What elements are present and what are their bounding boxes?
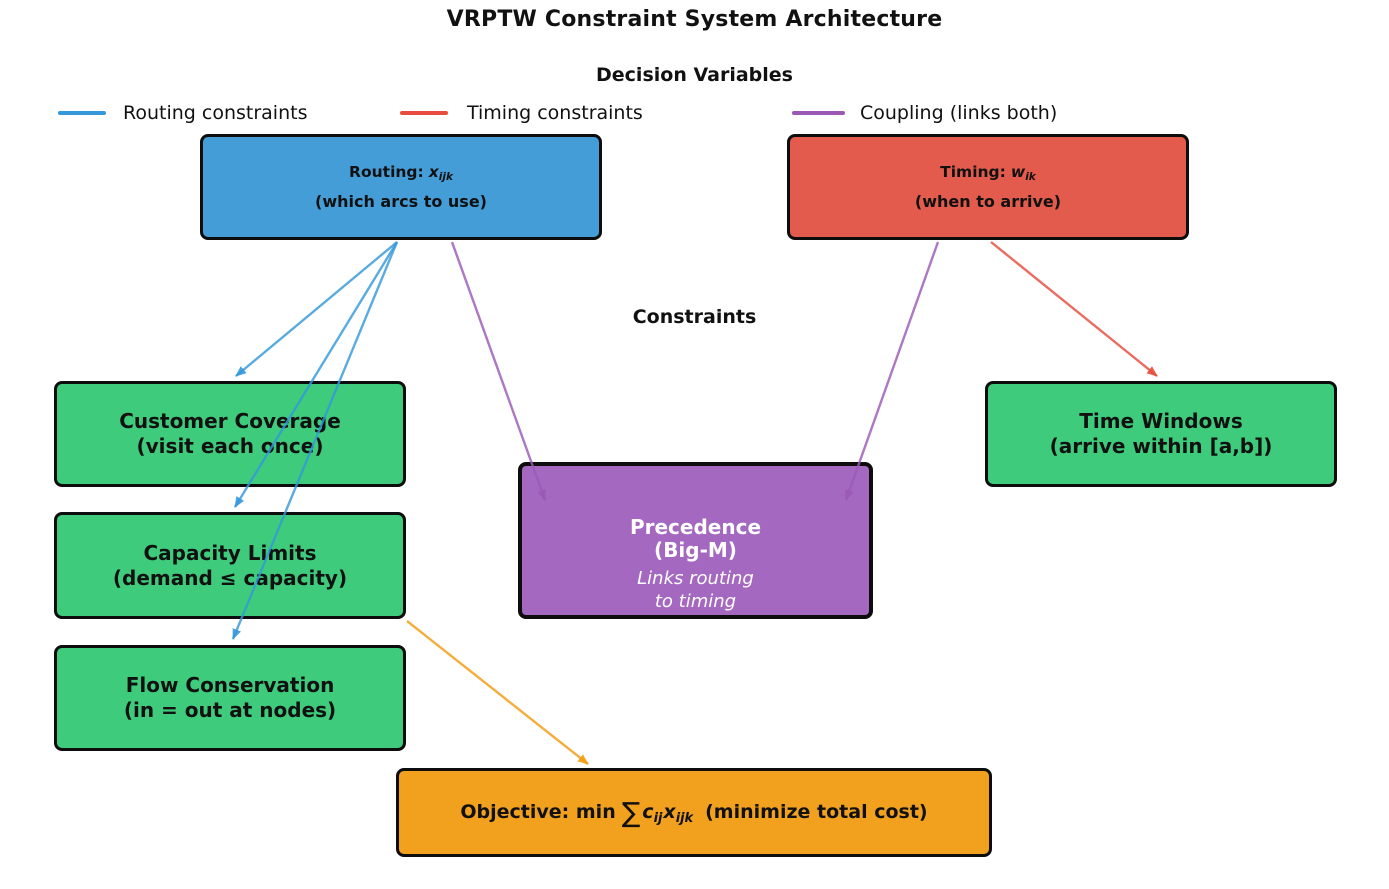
node-time-windows-title: Time Windows — [1079, 409, 1243, 433]
node-precedence-subtitle: (Big-M) — [654, 538, 737, 562]
node-routing-title: Routing:xijk — [349, 162, 453, 183]
node-capacity-limits-title: Capacity Limits — [143, 540, 317, 565]
legend-line-coupling-icon — [792, 111, 845, 115]
node-capacity-limits: Capacity Limits (demand ≤ capacity) — [54, 512, 406, 619]
legend-line-timing-icon — [400, 111, 448, 115]
section-heading-decision-variables: Decision Variables — [596, 64, 793, 86]
summation-icon: ∑ — [621, 796, 641, 829]
node-timing-title: Timing:wik — [940, 162, 1036, 183]
legend-label-routing: Routing constraints — [123, 102, 308, 124]
edge-capacity-limits-to-objective — [406, 620, 589, 765]
node-flow-conservation-subtitle: (in = out at nodes) — [123, 698, 337, 722]
node-routing-variables: Routing:xijk (which arcs to use) — [200, 134, 602, 240]
node-precedence-big-m: Precedence (Big-M) Links routing to timi… — [518, 462, 873, 619]
legend-label-timing: Timing constraints — [467, 102, 643, 124]
section-heading-constraints: Constraints — [632, 306, 757, 328]
node-objective: Objective: min∑cijxijk(minimize total co… — [396, 768, 992, 857]
node-flow-conservation-title: Flow Conservation — [125, 673, 335, 697]
legend-line-routing-icon — [58, 111, 106, 115]
node-customer-coverage-title: Customer Coverage — [119, 409, 341, 433]
node-timing-variables: Timing:wik (when to arrive) — [787, 134, 1189, 240]
page-title: VRPTW Constraint System Architecture — [446, 7, 943, 32]
node-timing-subtitle: (when to arrive) — [914, 192, 1062, 212]
node-customer-coverage: Customer Coverage (visit each once) — [54, 381, 406, 487]
node-capacity-limits-subtitle: (demand ≤ capacity) — [112, 565, 348, 590]
legend-label-coupling: Coupling (links both) — [860, 102, 1058, 124]
node-precedence-note-line2: to timing — [654, 591, 737, 612]
node-precedence-title: Precedence — [629, 515, 762, 539]
node-customer-coverage-subtitle: (visit each once) — [136, 434, 324, 458]
node-objective-formula: Objective: min∑cijxijk(minimize total co… — [460, 796, 928, 829]
node-time-windows-subtitle: (arrive within [a,b]) — [1049, 434, 1273, 458]
node-precedence-note-line1: Links routing — [637, 568, 754, 589]
node-routing-subtitle: (which arcs to use) — [315, 192, 487, 212]
node-time-windows: Time Windows (arrive within [a,b]) — [985, 381, 1337, 487]
node-flow-conservation: Flow Conservation (in = out at nodes) — [54, 645, 406, 751]
